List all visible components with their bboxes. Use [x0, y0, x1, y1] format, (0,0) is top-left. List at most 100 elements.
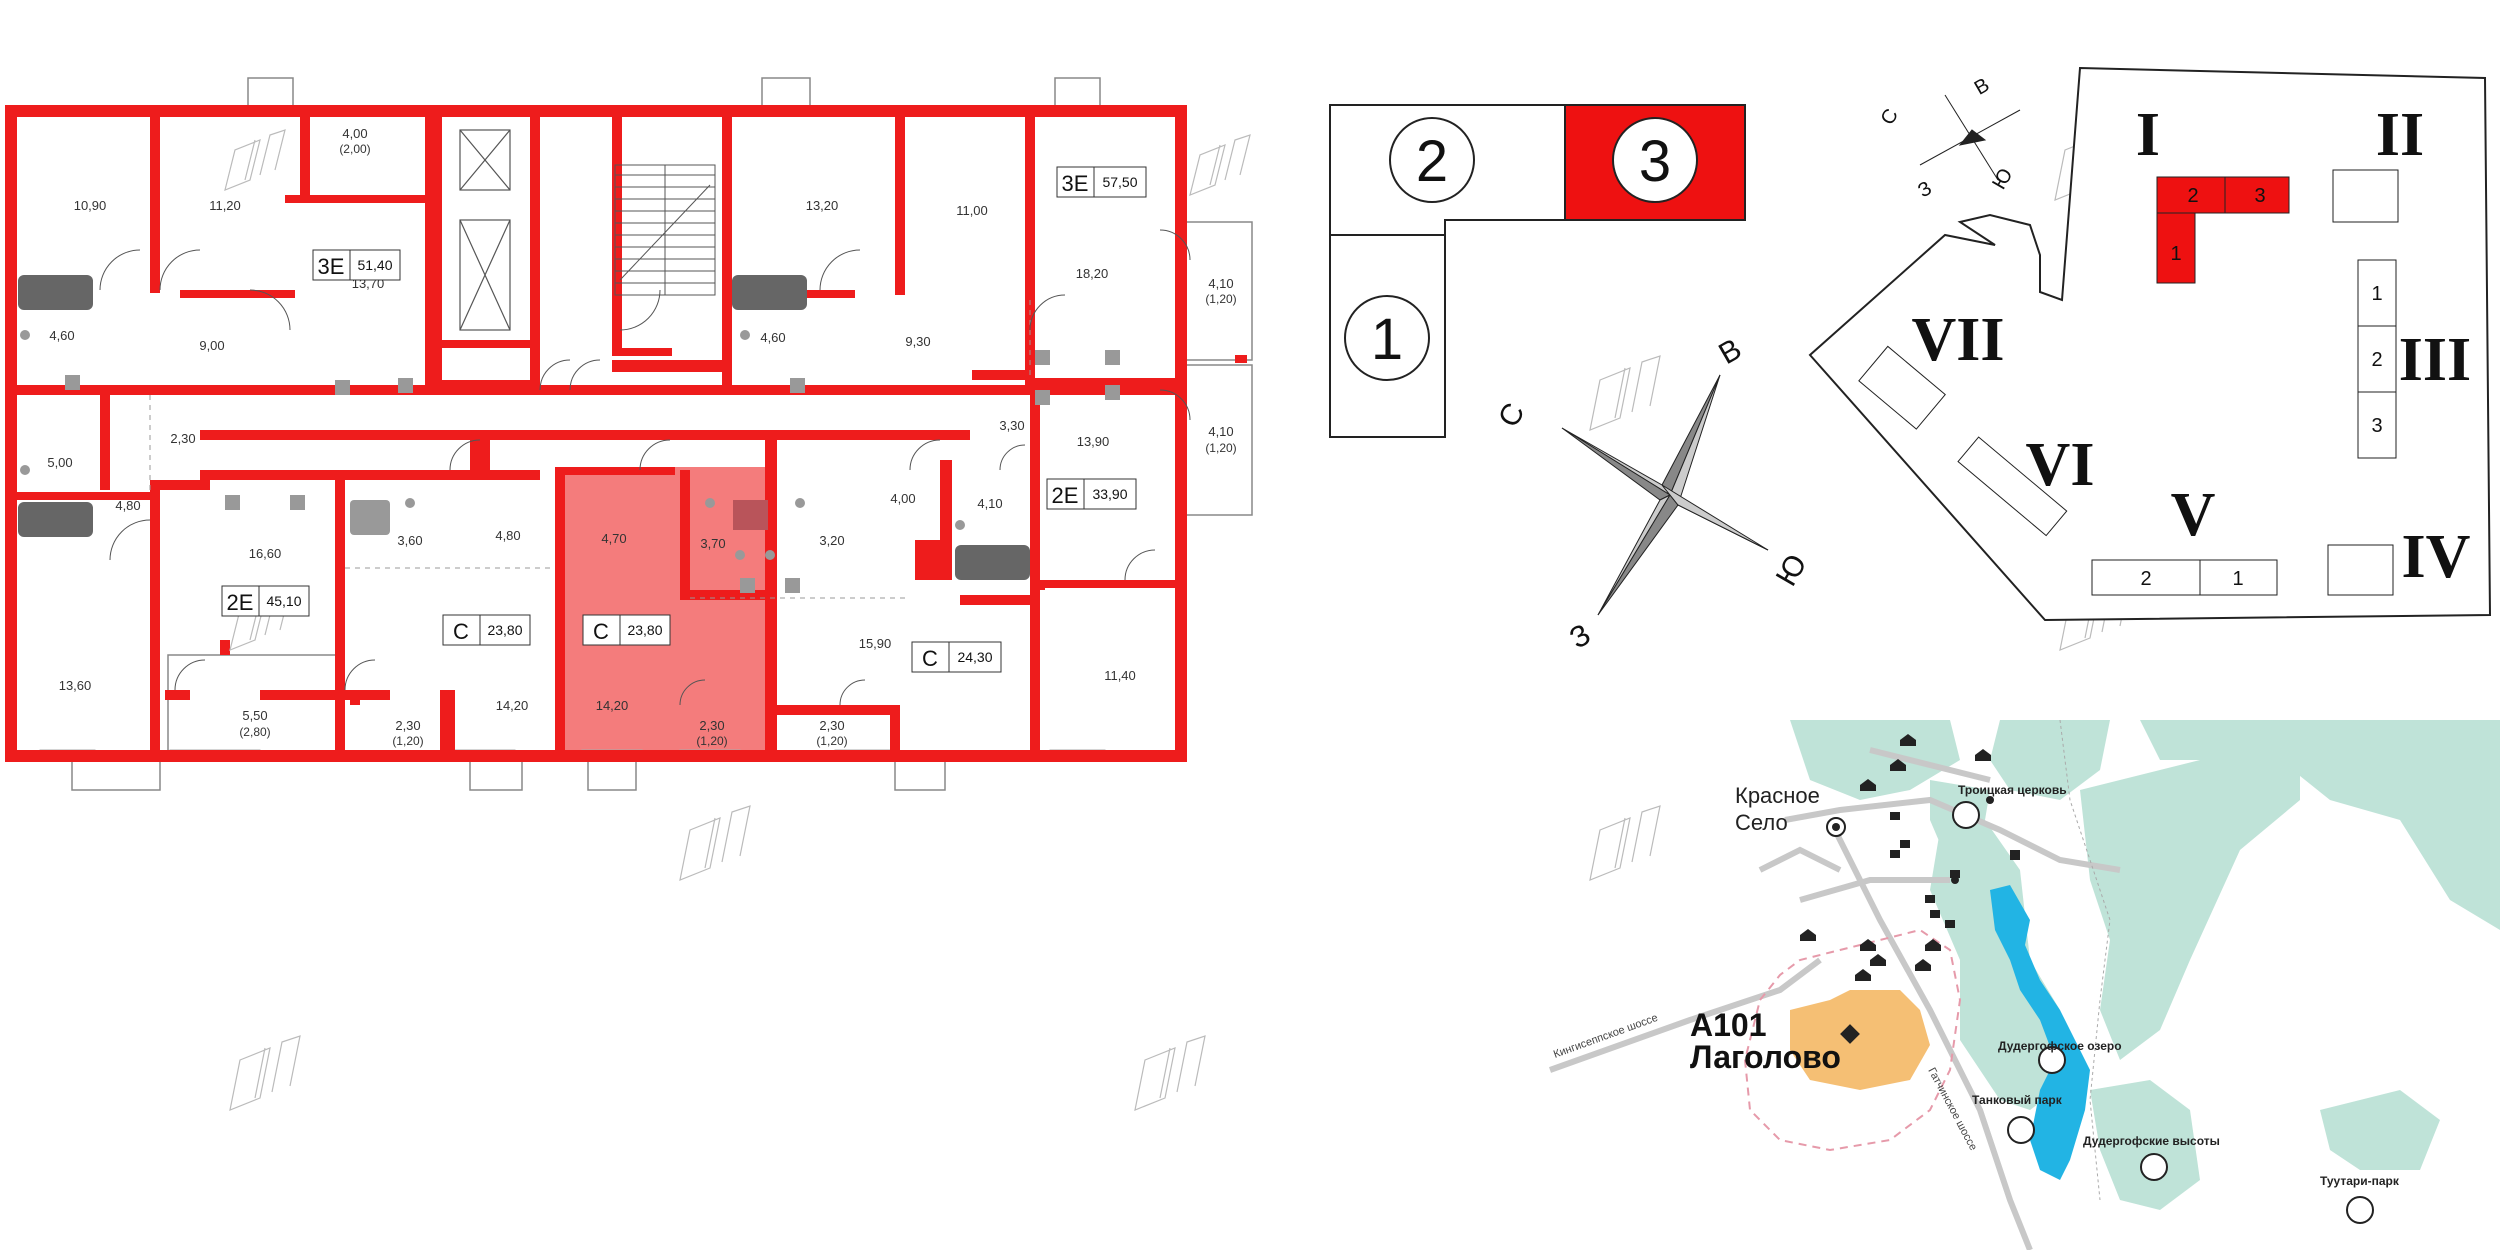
poi-label: Дудергофское озеро: [1998, 1039, 2122, 1053]
apartment-area: 51,40: [357, 257, 392, 273]
project-site[interactable]: [1790, 990, 1930, 1090]
poi-label: Троицкая церковь: [1958, 783, 2067, 797]
room-area: 13,90: [1077, 434, 1110, 449]
section-number: 3: [1639, 129, 1671, 194]
zone-lines: [149, 300, 1031, 599]
room-area-balcony: (1,20): [1205, 441, 1236, 455]
room-area: 18,20: [1076, 266, 1109, 281]
poi-label: Танковый парк: [1972, 1093, 2063, 1107]
room-labels: 10,90 11,20 4,00 (2,00) 13,70 9,00 4,60 …: [47, 126, 1236, 748]
apartment-type: C: [922, 646, 938, 671]
doors: [99, 229, 1191, 706]
room-area: 4,60: [49, 328, 74, 343]
apartment-area: 57,50: [1102, 174, 1137, 190]
room-area: 14,20: [496, 698, 529, 713]
apartment-area: 33,90: [1092, 486, 1127, 502]
room-area: 4,00: [342, 126, 367, 141]
building-VI[interactable]: [1957, 436, 2068, 537]
building-section: 3: [2254, 185, 2265, 207]
project-name: Лаголово: [1690, 1039, 1841, 1075]
room-area: 13,60: [59, 678, 92, 693]
room-area-balcony: (2,80): [239, 725, 270, 739]
room-area: 11,40: [1104, 668, 1136, 683]
room-area: 2,30: [819, 718, 844, 733]
map-city-label: Село: [1735, 810, 1788, 835]
site-compass-label: С: [1877, 105, 1903, 129]
building-IV[interactable]: [2327, 544, 2394, 596]
room-area: 4,80: [495, 528, 520, 543]
apartment-tag-selected[interactable]: C 23,80: [582, 614, 671, 646]
compass-south-label: З: [1564, 618, 1596, 656]
poi-label: Туутари-парк: [2320, 1174, 2400, 1188]
room-area: 4,10: [1208, 276, 1233, 291]
compass-west-label: С: [1492, 398, 1531, 433]
apartment-type: C: [593, 619, 609, 644]
building-section: 1: [2371, 283, 2382, 305]
building-section: 3: [2371, 415, 2382, 437]
site-compass-label: В: [1971, 74, 1994, 100]
apartment-type: 3E: [1062, 171, 1089, 196]
apartment-type: C: [453, 619, 469, 644]
room-area-balcony: (2,00): [339, 142, 370, 156]
building-IV-label: IV: [2402, 523, 2471, 591]
building-V-label: V: [2171, 481, 2216, 549]
apartment-tag[interactable]: 2E 45,10: [221, 585, 310, 617]
room-area: 13,20: [806, 198, 839, 213]
section-3[interactable]: 3: [1612, 117, 1698, 203]
project-marker-icon: [1840, 1024, 1860, 1044]
project-name: А101: [1690, 1007, 1767, 1043]
building-section: 2: [2140, 568, 2151, 590]
room-area: 3,70: [700, 536, 725, 551]
poi-icons: [1800, 734, 2374, 1224]
room-area-balcony: (1,20): [696, 734, 727, 748]
room-area: 10,90: [74, 198, 107, 213]
room-area: 4,80: [115, 498, 140, 513]
apartment-area: 45,10: [266, 593, 301, 609]
room-area: 4,70: [601, 531, 626, 546]
small-compass: [1919, 94, 2021, 181]
lake: [1990, 885, 2090, 1180]
apartment-area: 24,30: [957, 649, 992, 665]
apartment-tag[interactable]: 3E 51,40: [312, 249, 401, 281]
building-section: 1: [2232, 568, 2243, 590]
site-compass-label: Ю: [1988, 165, 2017, 194]
floor-plan: 10,90 11,20 4,00 (2,00) 13,70 9,00 4,60 …: [5, 77, 2131, 1111]
apartment-tag[interactable]: C 24,30: [911, 641, 1002, 673]
walking-route: [1743, 928, 1962, 1152]
building-I[interactable]: 2 3 1: [2156, 176, 2290, 284]
building-I-label: I: [2136, 101, 2160, 169]
building-III[interactable]: 1 2 3: [2357, 259, 2397, 459]
room-area-balcony: (1,20): [392, 734, 423, 748]
room-area: 4,10: [977, 496, 1002, 511]
apartment-area: 23,80: [487, 622, 522, 638]
apartment-tag[interactable]: C 23,80: [442, 614, 531, 646]
apartment-tag[interactable]: 2E 33,90: [1046, 478, 1137, 510]
room-area: 14,20: [596, 698, 629, 713]
room-area: 16,60: [249, 546, 282, 561]
apartment-type: 2E: [1052, 483, 1079, 508]
section-number: 1: [1371, 307, 1403, 372]
section-2[interactable]: 2: [1389, 117, 1475, 203]
building-VII-label: VII: [1911, 306, 2004, 374]
building-section: 2: [2371, 349, 2382, 371]
section-1[interactable]: 1: [1344, 295, 1430, 381]
room-area: 2,30: [395, 718, 420, 733]
compass-rose: В С З Ю: [1492, 332, 1814, 655]
apartment-tag[interactable]: 3E 57,50: [1056, 166, 1147, 198]
room-area: 9,00: [199, 338, 224, 353]
room-area-balcony: (1,20): [816, 734, 847, 748]
building-II[interactable]: [2332, 169, 2399, 223]
green-areas: [1790, 720, 2500, 1210]
room-area: 5,00: [47, 455, 72, 470]
building-VII[interactable]: [1858, 345, 1946, 430]
building-V[interactable]: 2 1: [2091, 559, 2278, 596]
building-III-label: III: [2399, 326, 2471, 394]
room-area: 5,50: [242, 708, 267, 723]
room-area: 15,90: [859, 636, 892, 651]
section-number: 2: [1416, 129, 1448, 194]
staircase: [614, 164, 716, 296]
room-area: 2,30: [170, 431, 195, 446]
apartment-type: 2E: [227, 590, 254, 615]
compass-east-label: Ю: [1770, 549, 1814, 592]
road-label: Гатчинское шоссе: [1925, 1066, 1979, 1153]
